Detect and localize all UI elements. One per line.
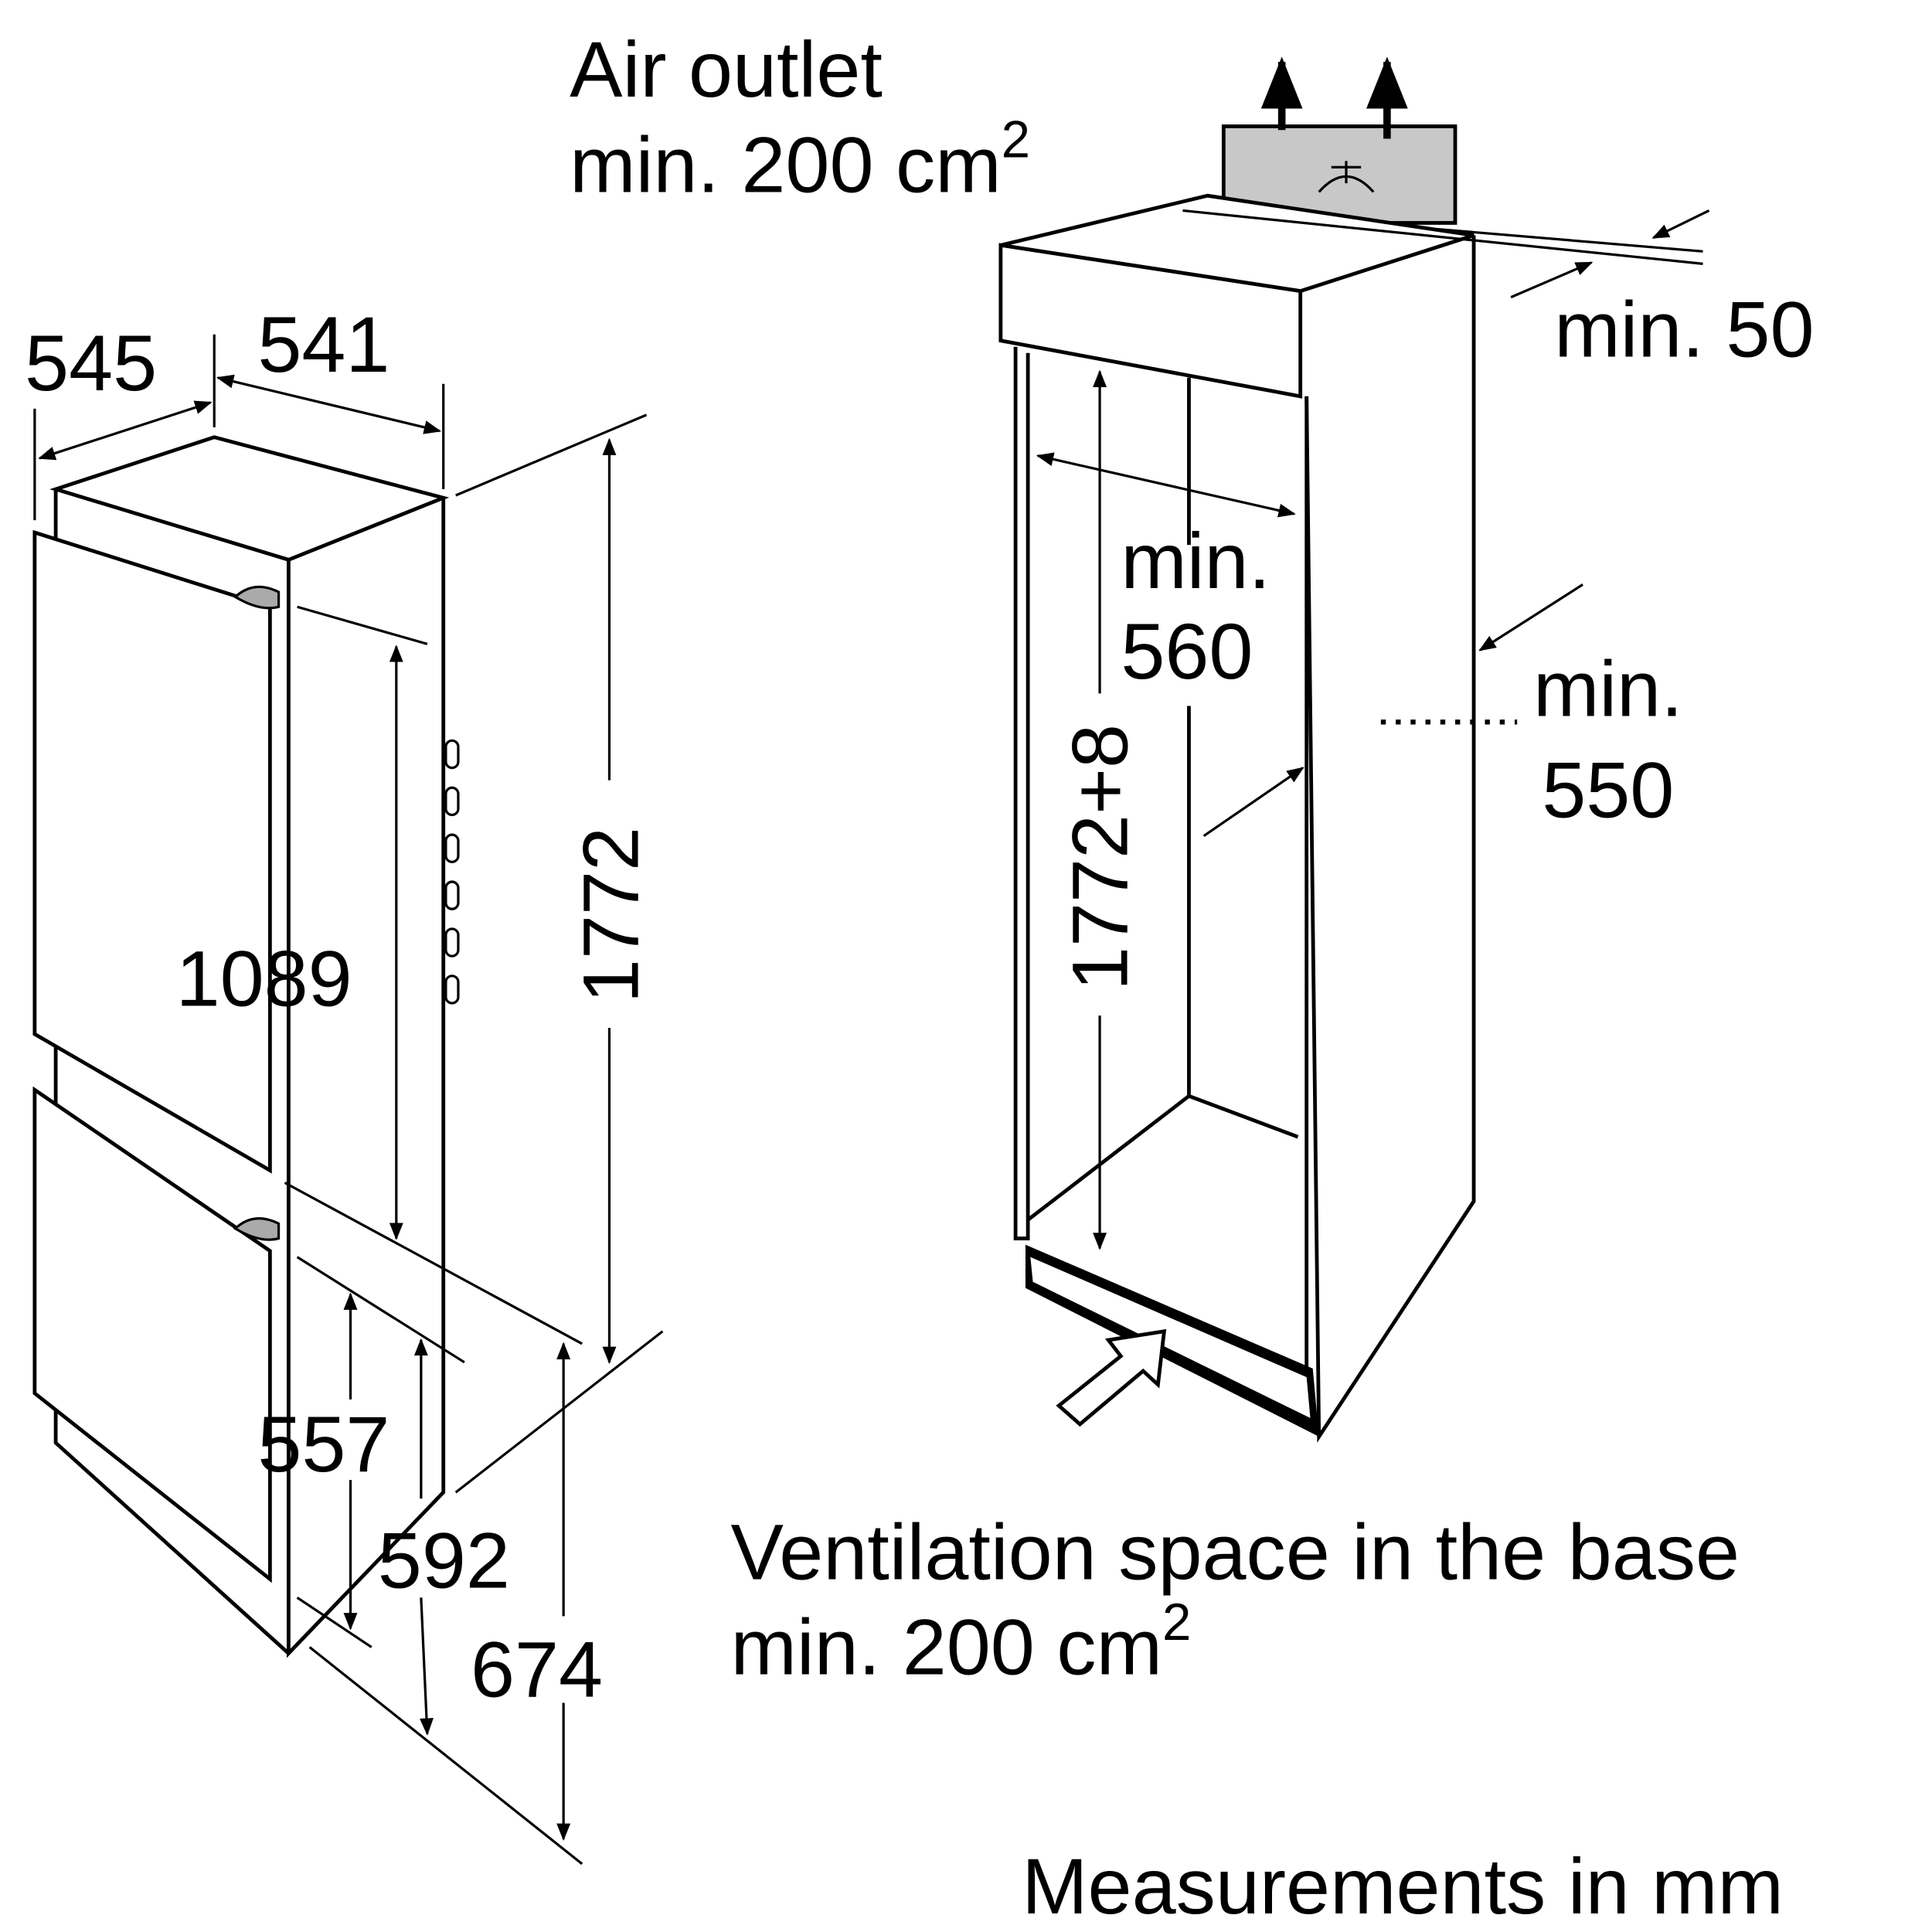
air-outlet-label: Air outlet [570, 25, 883, 114]
dim-592: 592 [378, 1515, 510, 1604]
hinges [444, 739, 460, 1005]
min-560-value: 560 [1121, 607, 1253, 696]
ventilation-value: min. 200 cm2 [731, 1594, 1192, 1692]
appliance-drawing [32, 334, 664, 1866]
min-560-label: min. [1121, 516, 1270, 605]
dim-557: 557 [257, 1400, 389, 1488]
dim-674: 674 [471, 1625, 603, 1714]
dim-line-545 [38, 400, 213, 461]
base-air-inlet-arrow-icon [1056, 1328, 1167, 1427]
appliance-side [286, 498, 446, 1658]
measurements-note: Measurements in mm [1022, 1842, 1784, 1930]
dim-1772: 1772 [566, 827, 655, 1003]
min-550-value: 550 [1542, 746, 1674, 835]
air-outlet-value: min. 200 cm2 [570, 111, 1030, 209]
min-550-label: min. [1533, 644, 1683, 733]
dim-line-541 [216, 374, 442, 434]
vent-symbol-icon [1318, 161, 1375, 193]
cabinet-top-front [998, 243, 1303, 399]
dim-545: 545 [25, 318, 157, 407]
ventilation-label: Ventilation space in the base [731, 1507, 1740, 1596]
lower-handle [233, 1217, 281, 1241]
upper-door [32, 529, 272, 1174]
appliance-top [49, 435, 450, 562]
upper-handle [233, 585, 281, 610]
dim-541: 541 [257, 300, 389, 389]
niche-height-label: 1772+8 [1055, 724, 1144, 991]
dim-1089: 1089 [176, 934, 352, 1022]
min-50-label: min. 50 [1554, 285, 1814, 374]
dim-line-560 [1036, 452, 1296, 518]
lower-door [32, 1086, 272, 1583]
cabinet-drawing [998, 56, 1710, 1443]
